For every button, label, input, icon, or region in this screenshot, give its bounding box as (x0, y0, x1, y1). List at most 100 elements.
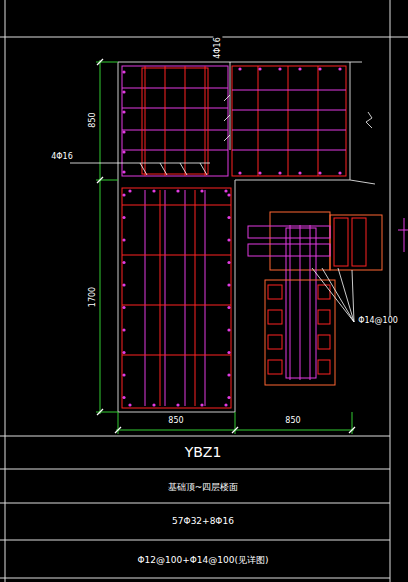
rebar-stroke (268, 310, 282, 324)
rebar-stroke (232, 110, 346, 111)
rebar-stroke (258, 66, 259, 176)
rebar-stroke (318, 360, 330, 374)
rebar-stroke (288, 66, 289, 176)
rebar-stroke (318, 285, 330, 299)
rebar-stroke (232, 150, 346, 151)
rebar-stroke (238, 171, 241, 174)
table-cell: Φ12@100+Φ14@100(见详图) (137, 555, 270, 565)
rebar-stroke (185, 66, 186, 176)
rebar-stroke (122, 66, 228, 176)
rebar-stroke (122, 305, 231, 306)
rebar-stroke (122, 88, 228, 89)
rebar-stroke (224, 403, 227, 406)
rebar-stroke (298, 171, 301, 174)
rebar-stroke (258, 171, 261, 174)
rebar-stroke (286, 228, 316, 378)
rebar-stroke (122, 328, 125, 331)
rebar-stroke (227, 351, 230, 354)
table-cell: 57Φ32+8Φ16 (171, 516, 235, 526)
rebar-stroke (318, 310, 330, 324)
rebar-stroke (318, 171, 321, 174)
dimension-text: 850 (88, 111, 97, 128)
rebar-stroke (248, 244, 330, 256)
rebar-stroke (318, 66, 319, 176)
rebar-stroke (227, 373, 230, 376)
rebar-stroke (152, 189, 155, 192)
rebar-stroke (195, 190, 196, 406)
rebar-stroke (278, 67, 281, 70)
rebar-stroke (352, 218, 366, 266)
rebar-stroke (404, 218, 405, 252)
rebar-stroke (232, 130, 346, 131)
rebar-stroke (122, 351, 125, 354)
rebar-stroke (290, 225, 291, 380)
rebar-stroke (122, 261, 125, 264)
rebar-stroke (122, 150, 125, 153)
rebar-stroke (128, 189, 131, 192)
rebar-stroke (338, 171, 341, 174)
rebar-stroke (165, 66, 166, 176)
rebar-stroke (398, 230, 408, 231)
rebar-stroke (334, 218, 348, 266)
rebar-stroke (122, 238, 125, 241)
rebar-stroke (122, 283, 125, 286)
rebar-stroke (300, 225, 301, 380)
rebar-stroke (298, 67, 301, 70)
rebar-stroke (258, 67, 261, 70)
rebar-stroke (185, 190, 186, 406)
dimension-text: 1700 (88, 286, 97, 308)
rebar-stroke (122, 205, 231, 206)
dimension-text: 850 (167, 416, 184, 425)
rebar-stroke (128, 403, 131, 406)
rebar-stroke (268, 285, 282, 299)
rebar-stroke (142, 68, 208, 174)
rebar-stroke (122, 110, 125, 113)
rebar-stroke (227, 283, 230, 286)
rebar-stroke (122, 170, 125, 173)
rebar-stroke (227, 396, 230, 399)
rebar-stroke (122, 108, 228, 109)
rebar-stroke (338, 67, 341, 70)
rebar-stroke (145, 190, 146, 406)
rebar-stroke (122, 188, 231, 408)
rebar-stroke (224, 189, 227, 192)
rebar-stroke (176, 403, 179, 406)
table-cell: YBZ1 (184, 444, 223, 460)
rebar-stroke (227, 261, 230, 264)
rebar-stroke (318, 67, 321, 70)
rebar-stroke (122, 150, 228, 151)
rebar-stroke (200, 403, 203, 406)
rebar-stroke (232, 66, 346, 176)
rebar-stroke (122, 255, 231, 256)
rebar-stroke (205, 66, 206, 176)
rebar-callout: 4Φ16 (50, 152, 74, 161)
rebar-stroke (122, 355, 231, 356)
rebar-stroke (122, 216, 125, 219)
rebar-stroke (176, 189, 179, 192)
rebar-stroke (122, 130, 125, 133)
rebar-stroke (122, 396, 125, 399)
rebar-stroke (205, 190, 206, 406)
rebar-stroke (165, 190, 166, 406)
rebar-stroke (122, 193, 125, 196)
rebar-stroke (265, 280, 335, 385)
rebar-stroke (160, 190, 161, 406)
rebar-stroke (200, 189, 203, 192)
rebar-stroke (227, 306, 230, 309)
rebar-stroke (227, 216, 230, 219)
rebar-stroke (232, 90, 346, 91)
rebar-stroke (238, 67, 241, 70)
rebar-stroke (122, 70, 125, 73)
rebar-stroke (330, 215, 382, 270)
rebar-stroke (122, 130, 228, 131)
rebar-callout: Φ14@100 (357, 316, 399, 325)
rebar-stroke (227, 328, 230, 331)
rebar-stroke (310, 225, 311, 380)
rebar-stroke (152, 403, 155, 406)
rebar-stroke (122, 306, 125, 309)
rebar-stroke (122, 90, 125, 93)
rebar-stroke (227, 193, 230, 196)
rebar-stroke (318, 335, 330, 349)
